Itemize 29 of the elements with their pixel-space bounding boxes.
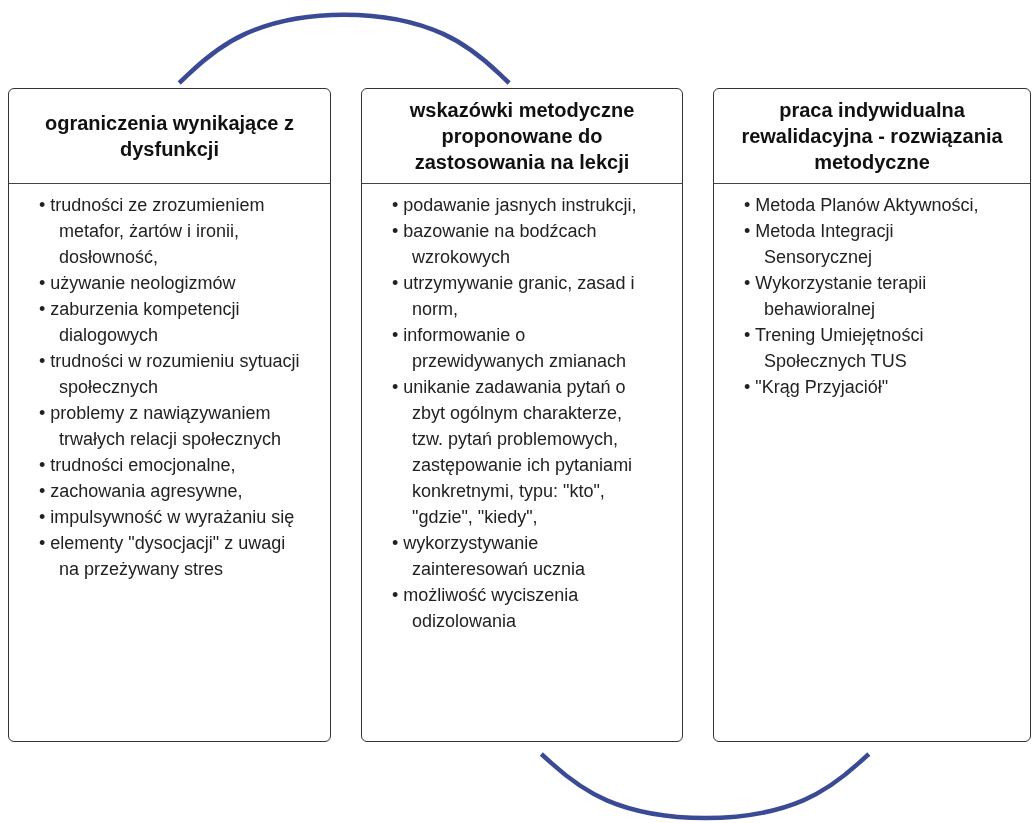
list-item: • Trening Umiejętności Społecznych TUS [744,324,925,373]
list-item: • wykorzystywanie zainteresowań ucznia [392,532,587,581]
list-item: • Wykorzystanie terapii behawioralnej [744,272,928,321]
list-item: • elementy "dysocjacji" z uwagi na przeżywany stres [39,532,287,581]
list-item: • Metoda Planów Aktywności, [744,194,980,217]
connector-arc [177,12,511,85]
column-heading: ograniczenia wynikające z dysfunkcji [9,89,330,184]
connector-arc [539,752,871,821]
list-item: • bazowanie na bodźcach wzrokowych [392,220,598,269]
list-item: • trudności w rozumieniu sytuacji społecznych [39,350,301,399]
column-card [361,88,683,742]
list-item: • używanie neologizmów [39,272,237,295]
list-item: • zachowania agresywne, [39,480,244,503]
list-item: • Metoda Integracji Sensorycznej [744,220,895,269]
list-item: • możliwość wyciszenia odizolowania [392,584,580,633]
list-item: • utrzymywanie granic, zasad i norm, [392,272,636,321]
list-item: • "Krąg Przyjaciół" [744,376,890,399]
list-item: • problemy z nawiązywaniem trwałych relacji społecznych [39,402,283,451]
list-item: • trudności emocjonalne, [39,454,237,477]
list-item: • trudności ze zrozumieniem metafor, żartów i ironii, dosłowność, [39,194,266,269]
list-item: • informowanie o przewidywanych zmianach [392,324,628,373]
column-heading: praca indywidualna rewalidacyjna - rozwiązania metodyczne [714,89,1030,184]
list-item: • unikanie zadawania pytań o zbyt ogólnym charakterze, tzw. pytań problemowych, zastępowanie ich pytaniami konkretnymi, typu: "kto", "gdzie", "kiedy", [392,376,634,529]
column-heading: wskazówki metodyczne proponowane do zastosowania na lekcji [362,89,682,184]
column-card [713,88,1031,742]
list-item: • zaburzenia kompetencji dialogowych [39,298,241,347]
column-card [8,88,331,742]
list-item: • impulsywność w wyrażaniu się [39,506,296,529]
list-item: • podawanie jasnych instrukcji, [392,194,638,217]
